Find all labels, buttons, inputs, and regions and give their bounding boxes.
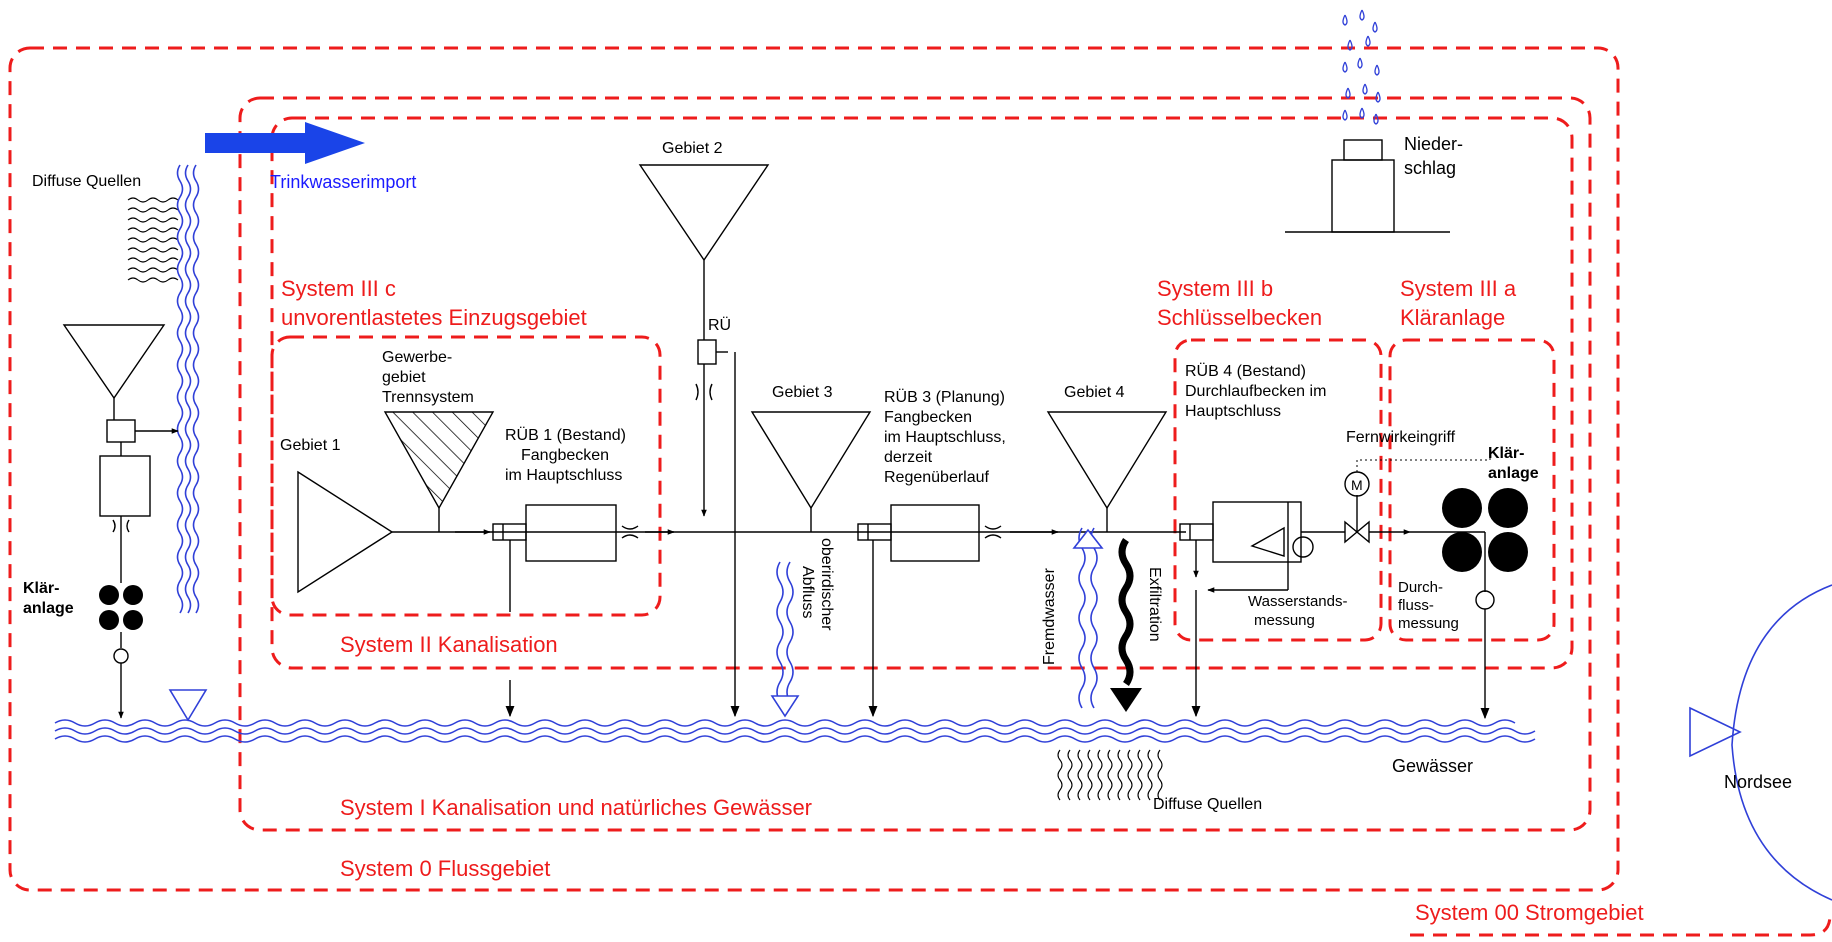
gebiet3-catchment	[750, 411, 872, 510]
label-nieder-1: Nieder-	[1404, 134, 1463, 154]
rueb4-tank	[1179, 501, 1345, 718]
gebiet1-catchment	[297, 470, 394, 594]
exfiltration-arrow	[1118, 538, 1134, 686]
boundary-system-0	[8, 46, 1620, 892]
label-system-3c-a: System III c	[281, 276, 396, 301]
label-wasserstand-1: Wasserstands-	[1248, 593, 1347, 610]
raindrops-icon	[1342, 9, 1381, 125]
label-gewaesser: Gewässer	[1392, 756, 1473, 776]
label-fernwirk: Fernwirkeingriff	[1346, 429, 1456, 446]
label-system-3a-a: System III a	[1400, 276, 1517, 301]
boundary-system-3a	[1388, 338, 1556, 642]
label-system-3a-b: Kläranlage	[1400, 305, 1505, 330]
oberirdischer-abfluss-arrow	[776, 561, 794, 703]
gebiet2-catchment	[638, 164, 770, 262]
label-rueb4-2: Durchlaufbecken im	[1185, 383, 1326, 400]
label-diffuse-top: Diffuse Quellen	[32, 173, 141, 190]
motor-icon: M	[1351, 477, 1363, 493]
label-system-3b-b: Schlüsselbecken	[1157, 305, 1322, 330]
label-klaer-right-2: anlage	[1488, 465, 1539, 482]
label-oberirdisch-1: oberirdischer	[818, 538, 835, 631]
boundary-system-00	[1410, 914, 1832, 937]
label-gebiet4: Gebiet 4	[1064, 384, 1125, 401]
label-rueb4-1: RÜB 4 (Bestand)	[1185, 362, 1306, 380]
label-klaer-left-1: Klär-	[23, 580, 59, 597]
label-durchfluss-1: Durch-	[1398, 579, 1443, 596]
label-wasserstand-2: messung	[1254, 612, 1315, 629]
label-gebiet1: Gebiet 1	[280, 437, 341, 454]
label-gebiet2: Gebiet 2	[662, 140, 723, 157]
trinkwasser-import-arrow	[205, 122, 365, 164]
label-rueb1-3: im Hauptschluss	[505, 467, 622, 484]
label-durchfluss-2: fluss-	[1398, 597, 1434, 614]
label-system-1: System I Kanalisation und natürliches Ge…	[340, 795, 812, 820]
label-rueb4-3: Hauptschluss	[1185, 403, 1281, 420]
label-gewerbe-2: gebiet	[382, 369, 426, 386]
label-klaer-right-1: Klär-	[1488, 445, 1524, 462]
label-system-00: System 00 Stromgebiet	[1415, 900, 1644, 925]
label-gebiet3: Gebiet 3	[772, 384, 833, 401]
river	[54, 706, 1742, 758]
klaeranlage-icon	[1442, 488, 1528, 572]
diffuse-sources-bottom-icon	[1057, 749, 1163, 801]
label-rueb3-1: RÜB 3 (Planung)	[884, 388, 1005, 406]
label-trinkwasser: Trinkwasserimport	[270, 172, 416, 192]
label-nieder-2: schlag	[1404, 158, 1456, 178]
label-gewerbe-3: Trennsystem	[382, 389, 474, 406]
nordsee-shape	[1731, 584, 1832, 901]
label-system-3b-a: System III b	[1157, 276, 1273, 301]
label-rueb1-1: RÜB 1 (Bestand)	[505, 426, 626, 444]
gewerbegebiet-catchment	[383, 411, 495, 510]
system-boundaries	[8, 46, 1832, 937]
fremdwasser-arrow	[1078, 527, 1098, 709]
rueb1-tank	[455, 504, 675, 612]
label-diffuse-bottom: Diffuse Quellen	[1153, 796, 1262, 813]
label-rueb1-2: Fangbecken	[521, 447, 609, 464]
label-fremdwasser: Fremdwasser	[1041, 567, 1058, 665]
label-nordsee: Nordsee	[1724, 772, 1792, 792]
rain-gauge-icon	[1285, 139, 1450, 233]
left-catchment-system	[62, 324, 179, 719]
tributary-stream	[168, 164, 208, 722]
rueb3-tank	[857, 504, 1059, 718]
control-valve	[1344, 452, 1491, 544]
boundary-system-2	[270, 116, 1574, 670]
label-system-3c-b: unvorentlastetes Einzugsgebiet	[281, 305, 587, 330]
river-outflow-arrow	[1689, 706, 1742, 758]
label-system-2: System II Kanalisation	[340, 632, 558, 657]
label-gewerbe-1: Gewerbe-	[382, 349, 452, 366]
label-system-0: System 0 Flussgebiet	[340, 856, 550, 881]
boundary-system-3b	[1173, 338, 1383, 642]
label-rueb3-3: im Hauptschluss,	[884, 429, 1006, 446]
label-exfiltration: Exfiltration	[1146, 567, 1163, 642]
label-oberirdisch-2: Abfluss	[799, 566, 816, 618]
rue-weir	[697, 339, 717, 365]
boundary-system-1	[238, 96, 1592, 832]
gebiet4-catchment	[1046, 411, 1168, 510]
label-durchfluss-3: messung	[1398, 615, 1459, 632]
label-rue: RÜ	[708, 316, 731, 334]
label-rueb3-2: Fangbecken	[884, 409, 972, 426]
flow-meter-icon	[1475, 590, 1495, 610]
label-rueb3-5: Regenüberlauf	[884, 469, 990, 486]
diffuse-sources-top-icon	[127, 197, 179, 283]
boundary-system-3c	[270, 335, 662, 617]
label-rueb3-4: derzeit	[884, 449, 933, 466]
label-klaer-left-2: anlage	[23, 600, 74, 617]
